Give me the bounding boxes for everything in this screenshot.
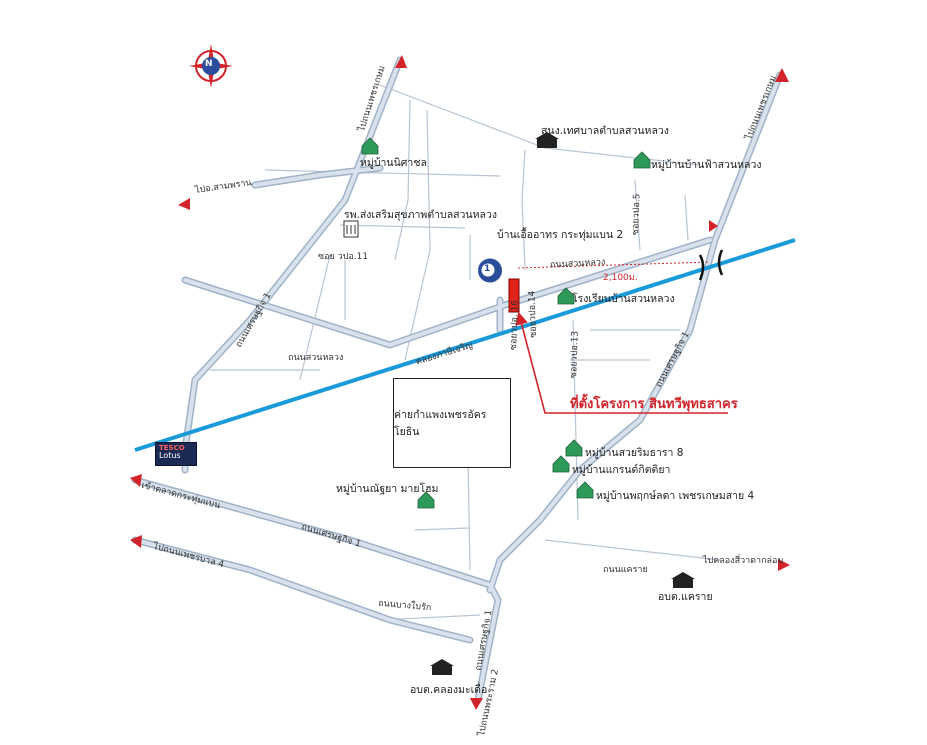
label-school: โรงเรียนบ้านสวนหลวง: [572, 293, 675, 305]
hospital-icon: [343, 220, 359, 238]
camp-label: ค่ายกำแพงเพชรอัครโยธิน: [394, 409, 487, 438]
flag-icon: [709, 220, 718, 232]
village-icon-phruksa: [576, 481, 594, 499]
bridge-icon: [698, 249, 724, 281]
project-site-marker[interactable]: [508, 278, 520, 313]
arrow-north-left: [395, 55, 407, 68]
compass-letter: N: [205, 59, 213, 69]
label-soi-vertical-1: ซอยวปอ. 16: [509, 299, 521, 351]
label-project-site: ที่ตั้งโครงการ สินทวีพุทธสาคร: [570, 397, 738, 412]
arrow-west-krathum: [130, 474, 142, 487]
village-icon-school: [557, 287, 575, 305]
location-marker[interactable]: [478, 258, 502, 283]
village-icons: [361, 137, 651, 509]
arrow-east-khlong: [778, 559, 790, 571]
label-nisachon: หมู่บ้านนิศาชล: [360, 157, 427, 169]
label-suan-luang-muni: สนง.เทศบาลตำบลสวนหลวง: [541, 125, 669, 137]
village-icon-suay: [565, 439, 583, 457]
label-soi-vertical-2: ซอยวปอ.14: [527, 290, 539, 339]
arrow-west-sampran: [178, 198, 190, 210]
label-obt-khlong-madua: อบต.คลองมะเดื่อ: [410, 684, 488, 696]
label-fah-suan-luang: หมู่บ้านบ้านฟ้าสวนหลวง: [651, 159, 762, 171]
marker-number: 1: [484, 264, 491, 274]
compass-icon: [189, 44, 233, 88]
label-obt-krai: อบต.แคราย: [658, 591, 713, 603]
main-roads: [131, 56, 784, 704]
canal-line: [134, 238, 796, 452]
label-soi-vertical-3: ซอยวปอ.13: [569, 330, 581, 379]
site-pointer: [515, 311, 728, 414]
label-to-khlong-si-wa: ไปคลองสี่วาตากล่อม: [703, 556, 784, 566]
office-icon-krai: [671, 572, 695, 588]
office-icon-madua: [430, 659, 454, 675]
label-ban-ua-athorn: บ้านเอื้ออาทร กระทุ่มแบน 2: [497, 229, 624, 241]
label-road-krai: ถนนแคราย: [603, 565, 648, 575]
distance-line: [517, 261, 711, 269]
label-grand-kitiya: หมู่บ้านแกรนด์กิตติยา: [572, 464, 671, 476]
arrow-south-rama2: [470, 698, 483, 710]
tesco-lotus-logo: TESCO Lotus: [155, 442, 197, 466]
tesco-text: TESCO: [159, 444, 185, 452]
arrow-west-soi4: [130, 535, 142, 548]
label-phruksa: หมู่บ้านพฤกษ์ลดา เพชรเกษมสาย 4: [596, 490, 755, 502]
arrow-north-right: [775, 68, 789, 82]
label-suay-rimthara: หมู่บ้านสวยริมธารา 8: [585, 447, 684, 459]
lotus-text: Lotus: [159, 451, 181, 460]
camp-box: ค่ายกำแพงเพชรอัครโยธิน: [393, 378, 511, 468]
village-icon-grand: [552, 455, 570, 473]
office-icon-muni: [535, 132, 559, 148]
village-icon-nunya: [417, 491, 435, 509]
label-nunya: หมู่บ้านณัฐยา มายโฮม: [336, 483, 439, 495]
label-health-center: รพ.ส่งเสริมสุขภาพตำบลสวนหลวง: [344, 209, 497, 221]
label-soi-12: ซอย วปอ.11: [318, 252, 369, 262]
label-distance: 2,100ม.: [603, 273, 638, 283]
label-soi-vertical-4: ซอยวปอ.5: [631, 193, 643, 236]
road-end-arrows: [130, 55, 790, 710]
village-icon-fah: [633, 151, 651, 169]
label-road-suan-luang-left: ถนนสวนหลวง: [288, 353, 344, 363]
village-icon-nisachon: [361, 137, 379, 155]
